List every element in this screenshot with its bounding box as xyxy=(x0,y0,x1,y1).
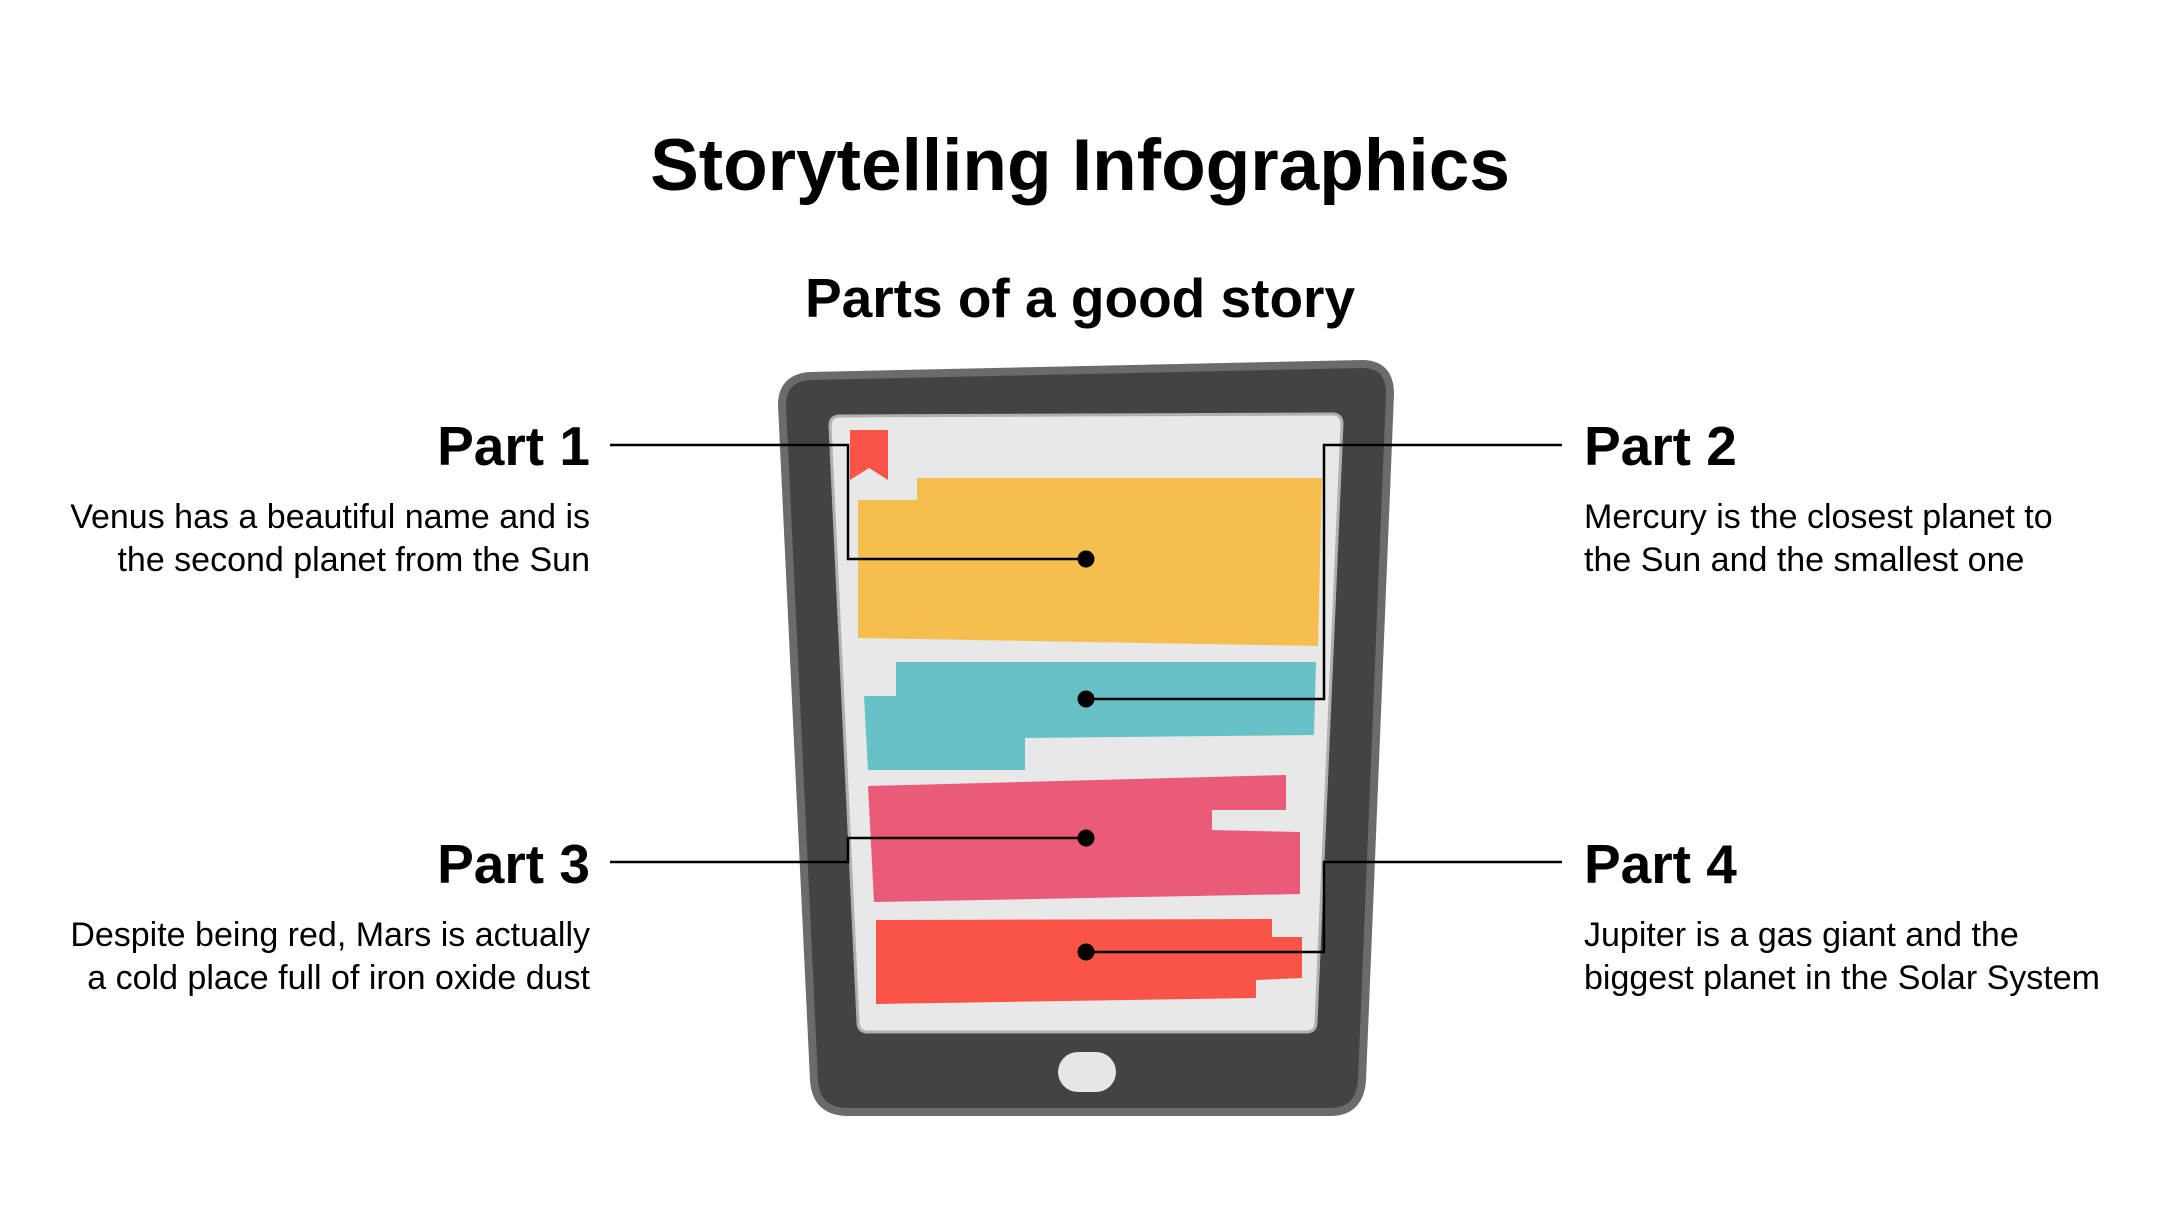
part-1: Part 1 Venus has a beautiful name and is… xyxy=(70,414,590,582)
part-3-text: Despite being red, Mars is actually a co… xyxy=(70,916,590,997)
part-1-text: Venus has a beautiful name and is the se… xyxy=(70,498,590,579)
part-3: Part 3 Despite being red, Mars is actual… xyxy=(70,832,590,1000)
connector-part-1 xyxy=(610,443,1086,561)
part-4-text: Jupiter is a gas giant and the biggest p… xyxy=(1584,916,2100,997)
story-block-4 xyxy=(876,919,1302,1004)
connector-dot-2 xyxy=(1077,690,1095,708)
home-button-icon[interactable] xyxy=(1058,1052,1116,1092)
part-2-text: Mercury is the closest planet to the Sun… xyxy=(1584,498,2053,579)
part-2-title: Part 2 xyxy=(1584,415,1737,477)
page-subtitle: Parts of a good story xyxy=(804,267,1356,329)
part-1-title: Part 1 xyxy=(437,415,590,477)
connector-dot-3 xyxy=(1077,829,1095,847)
connector-part-4 xyxy=(1086,860,1562,954)
bookmark-icon xyxy=(850,430,888,480)
part-2: Part 2 Mercury is the closest planet to … xyxy=(1584,414,2104,582)
part-4: Part 4 Jupiter is a gas giant and the bi… xyxy=(1584,832,2104,1000)
story-block-2 xyxy=(864,662,1316,770)
connector-part-3 xyxy=(610,836,1086,864)
part-4-title: Part 4 xyxy=(1584,833,1737,895)
part-3-title: Part 3 xyxy=(437,833,590,895)
connector-dot-4 xyxy=(1077,943,1095,961)
connector-part-2 xyxy=(1086,443,1562,701)
connector-dot-1 xyxy=(1077,550,1095,568)
page-title: Storytelling Infographics xyxy=(650,125,1510,206)
